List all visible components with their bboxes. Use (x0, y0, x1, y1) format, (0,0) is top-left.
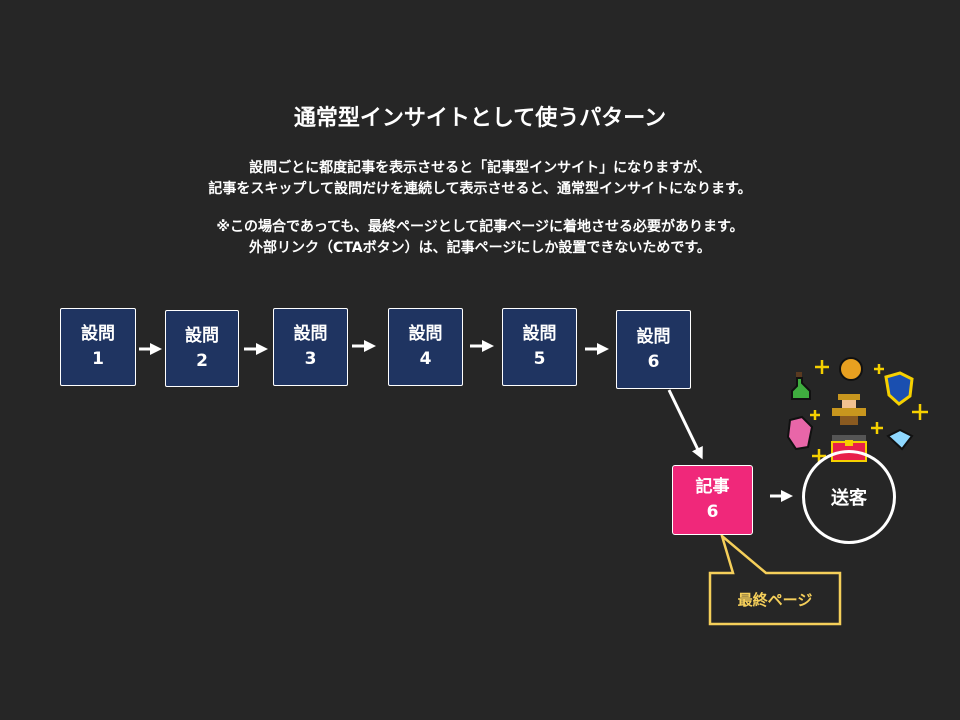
description-line: 記事をスキップして設問だけを連続して表示させると、通常型インサイトになります。 (208, 181, 752, 197)
question-box-6: 設問 6 (616, 310, 691, 389)
question-number: 3 (304, 349, 317, 369)
callout-bubble (708, 532, 842, 626)
callout-label: 最終ページ (737, 590, 813, 609)
question-box-3: 設問 3 (273, 308, 348, 386)
question-box-1: 設問 1 (60, 308, 136, 386)
question-number: 6 (647, 351, 660, 372)
question-label: 設問 (185, 325, 219, 346)
shield-icon (884, 371, 914, 406)
article-number: 6 (706, 502, 719, 522)
arrow-icon (667, 389, 703, 460)
question-label: 設問 (81, 324, 115, 344)
question-label: 設問 (408, 324, 443, 344)
question-box-4: 設問 4 (388, 308, 463, 386)
adventurer-icon (832, 394, 866, 425)
sparkle-icon (810, 360, 928, 463)
slide-title: 通常型インサイトとして使うパターン (293, 106, 667, 131)
potion-icon (791, 372, 811, 400)
question-number: 1 (92, 349, 104, 369)
question-box-5: 設問 5 (502, 308, 577, 386)
question-number: 4 (419, 349, 432, 369)
treasure-illustration (786, 357, 928, 463)
question-label: 設問 (522, 324, 557, 344)
gem-icon (786, 415, 814, 451)
destination-circle: 送客 (802, 450, 896, 544)
destination-label: 送客 (831, 488, 867, 509)
note-line: ※この場合であっても、最終ページとして記事ページに着地させる必要があります。 (216, 219, 744, 235)
diamond-icon (886, 428, 914, 451)
question-label: 設問 (636, 326, 671, 347)
coin-icon (839, 357, 863, 381)
article-label: 記事 (695, 477, 730, 497)
article-box: 記事 6 (672, 465, 753, 535)
note-line: 外部リンク（CTAボタン）は、記事ページにしか設置できないためです。 (249, 240, 711, 256)
description-line: 設問ごとに都度記事を表示させると「記事型インサイト」になりますが、 (249, 160, 711, 176)
question-box-2: 設問 2 (165, 310, 239, 387)
question-number: 5 (533, 349, 546, 369)
question-label: 設問 (293, 324, 328, 344)
question-number: 2 (196, 350, 208, 371)
